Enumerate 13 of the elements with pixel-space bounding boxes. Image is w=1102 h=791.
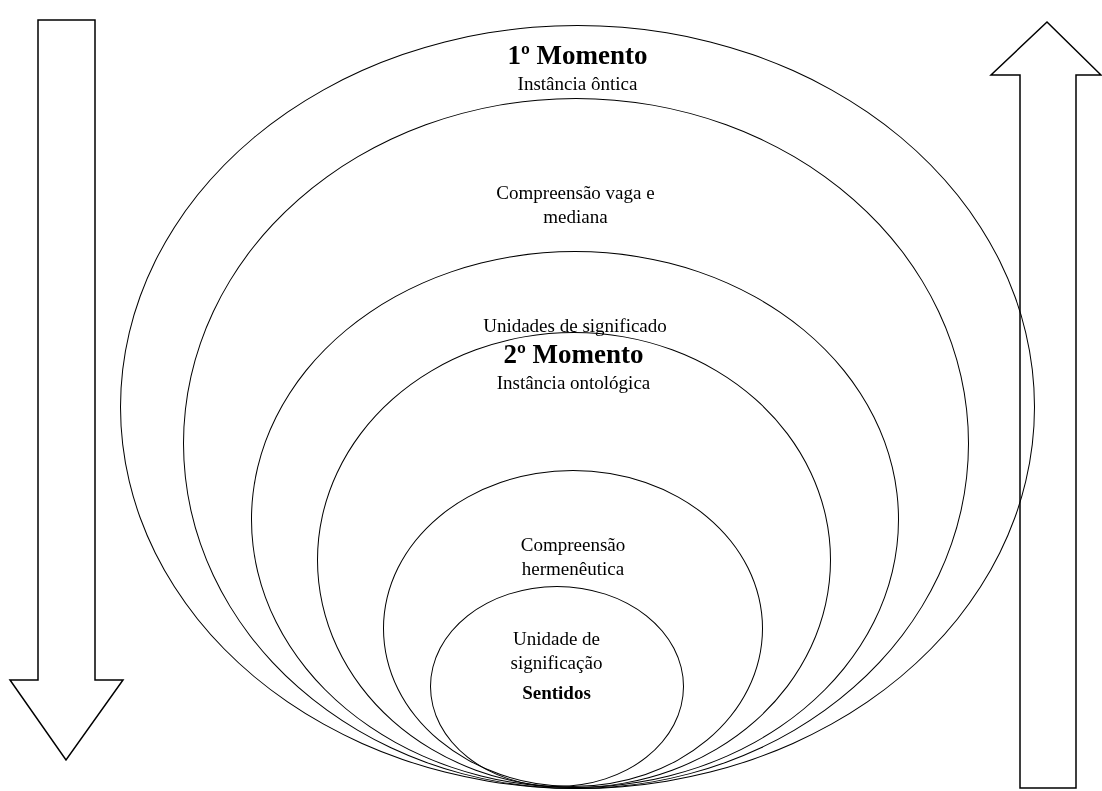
nested-circle <box>251 251 899 788</box>
circle-label: Compreensão hermenêutica <box>519 533 627 581</box>
nested-circle <box>429 585 684 787</box>
stage-heading: 1º Momento <box>506 39 649 72</box>
nested-circle <box>383 470 763 787</box>
circle-label: Unidade de significação <box>509 626 604 675</box>
circle-label: Compreensão vaga e mediana <box>495 180 656 229</box>
circle-label: Unidades de significado <box>482 314 668 338</box>
circle-label: Instância ôntica <box>516 72 639 96</box>
stage-heading: 2º Momento <box>502 337 645 371</box>
nested-circle <box>182 97 969 789</box>
circle-label: Sentidos <box>521 680 592 705</box>
circle-label: Instância ontológica <box>495 370 652 395</box>
